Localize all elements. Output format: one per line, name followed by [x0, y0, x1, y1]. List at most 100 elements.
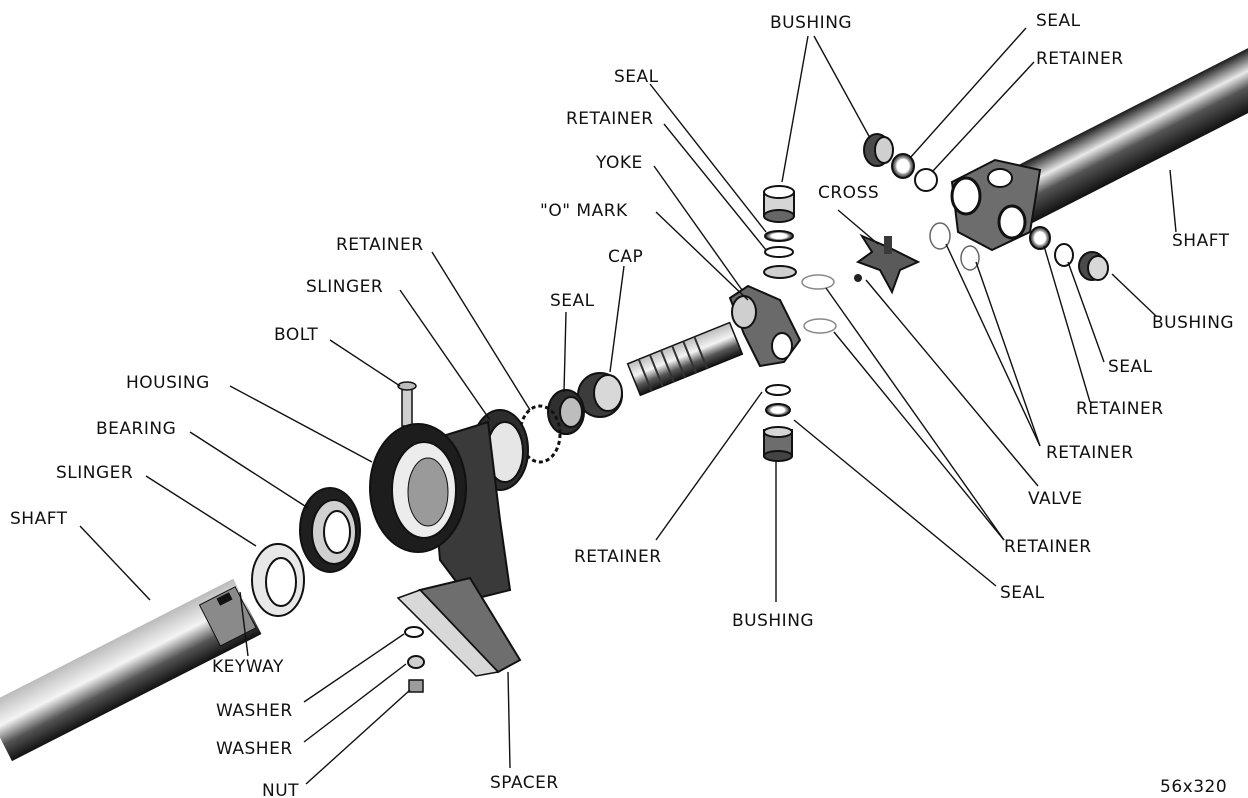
label-o-mark: "O" MARK [540, 201, 628, 221]
right-shaft-part [950, 32, 1248, 252]
leader-bushing-top-1 [781, 35, 809, 183]
top-right-retainer-part [914, 168, 938, 192]
nut-part [408, 679, 424, 693]
mid-seal-part [547, 389, 585, 435]
label-nut: NUT [262, 781, 299, 798]
label-slinger-upper: SLINGER [306, 277, 383, 297]
label-housing: HOUSING [126, 373, 210, 393]
lower-bushing-part [763, 426, 793, 462]
label-retainer-left: RETAINER [336, 235, 424, 255]
label-shaft-right: SHAFT [1172, 231, 1230, 251]
housing-part [369, 420, 512, 602]
right-shaft-yoke-part [950, 158, 1042, 252]
leader-lines [79, 27, 1177, 785]
label-washer-1: WASHER [216, 701, 293, 721]
leader-cross [837, 209, 879, 245]
label-cap: CAP [608, 247, 643, 267]
label-retainer-top-right: RETAINER [1036, 49, 1124, 69]
cap-part [577, 372, 623, 418]
leader-slinger-upper [399, 289, 491, 421]
upper-bushing-part [763, 185, 795, 223]
label-seal-bottom: SEAL [1000, 583, 1045, 603]
leader-bearing [189, 431, 309, 509]
leader-retainer-right-1 [1043, 245, 1091, 403]
label-spacer: SPACER [490, 773, 559, 793]
label-seal-top-right: SEAL [1036, 11, 1081, 31]
right-retainer-ring-2 [960, 245, 980, 271]
leader-washer-1 [303, 633, 405, 703]
spacer-part [396, 576, 522, 677]
leader-yoke [653, 165, 743, 291]
label-seal-right: SEAL [1108, 357, 1153, 377]
label-bushing-top: BUSHING [770, 13, 852, 33]
leader-seal-upper [649, 83, 767, 233]
label-retainer-upper: RETAINER [566, 109, 654, 129]
label-bushing-bottom: BUSHING [732, 611, 814, 631]
leader-bushing-top-2 [813, 35, 871, 139]
yoke-part [626, 284, 802, 397]
label-cross: CROSS [818, 183, 879, 203]
washer-2-part [407, 655, 425, 669]
leader-keyway [239, 591, 249, 657]
label-keyway: KEYWAY [212, 657, 284, 677]
label-valve: VALVE [1028, 489, 1083, 509]
right-seal-ring [1029, 226, 1051, 250]
label-bearing: BEARING [96, 419, 176, 439]
label-washer-2: WASHER [216, 739, 293, 759]
leader-retainer-top-right [931, 61, 1035, 173]
lower-retainer-ring [765, 384, 791, 396]
left-retainer-part [518, 404, 562, 464]
leader-bolt [329, 339, 401, 387]
leader-retainer-left [431, 251, 531, 411]
leader-retainer-bottom-center [655, 391, 763, 541]
leader-cap [609, 265, 625, 373]
leader-spacer [507, 671, 511, 769]
leader-o-mark [655, 211, 749, 301]
leader-retainer-right-2a [975, 261, 1041, 447]
label-bolt: BOLT [274, 325, 318, 345]
washer-1-part [404, 626, 424, 638]
leader-retainer-bottom-right-2 [833, 331, 1005, 541]
upper-retainer-ring [764, 246, 794, 258]
callout-labels: BUSHING SEAL RETAINER SEAL RETAINER YOKE… [10, 11, 1234, 798]
lower-seal-ring [765, 403, 791, 417]
label-slinger-lower: SLINGER [56, 463, 133, 483]
right-retainer-ring-3 [1054, 243, 1074, 267]
leader-bushing-right [1111, 273, 1157, 317]
leader-seal-top-right [909, 27, 1027, 159]
figure-code: 56x320 [1160, 777, 1227, 797]
label-yoke: YOKE [595, 153, 643, 173]
upper-cap-ring [763, 265, 797, 279]
label-shaft-left: SHAFT [10, 509, 68, 529]
leader-retainer-bottom-right-1 [825, 287, 1005, 541]
leader-washer-2 [303, 663, 407, 743]
label-retainer-bottom-right: RETAINER [1004, 537, 1092, 557]
right-retainer-ring-1 [929, 222, 951, 250]
leader-seal-right [1067, 261, 1105, 363]
leader-retainer-right-2b [945, 243, 1041, 447]
valve-part [854, 274, 862, 282]
leader-slinger-lower [145, 475, 257, 547]
label-retainer-bottom-center: RETAINER [574, 547, 662, 567]
leader-shaft-left [79, 525, 151, 601]
label-seal-mid: SEAL [550, 291, 595, 311]
upper-seal-ring [764, 230, 794, 242]
label-bushing-right: BUSHING [1152, 313, 1234, 333]
leader-housing [229, 385, 373, 463]
leader-shaft-right [1169, 169, 1177, 233]
label-retainer-right-1: RETAINER [1076, 399, 1164, 419]
top-right-seal-part [891, 153, 915, 179]
leader-retainer-upper [663, 123, 767, 251]
label-retainer-right-2: RETAINER [1046, 443, 1134, 463]
label-seal-upper: SEAL [614, 67, 659, 87]
bolt-part [397, 381, 417, 427]
leader-seal-mid [563, 311, 567, 393]
cross-part [854, 233, 921, 295]
leader-valve [865, 279, 1039, 487]
bearing-part [299, 487, 361, 573]
top-right-bushing-part [863, 133, 894, 167]
leader-nut [305, 689, 411, 785]
lower-retainer-clip [803, 318, 837, 334]
right-bushing-part [1078, 251, 1109, 281]
